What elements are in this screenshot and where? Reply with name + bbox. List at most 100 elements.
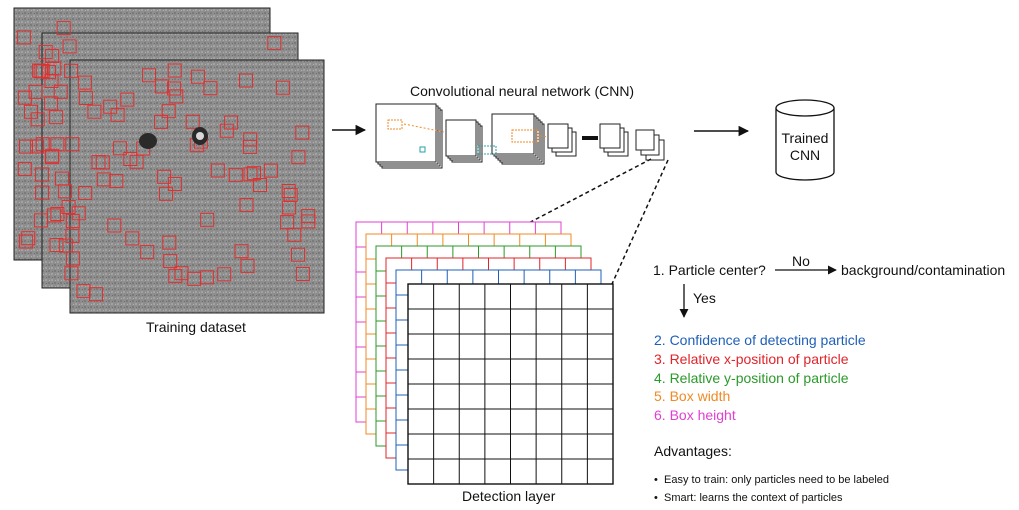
- particle-box: [44, 74, 59, 88]
- output-confidence: 2. Confidence of detecting particle: [654, 332, 866, 348]
- particle-box: [21, 231, 36, 246]
- cnn-dense-block: [599, 123, 629, 157]
- detection-grid-front: [407, 283, 614, 485]
- particle-box: [49, 238, 64, 252]
- particle-box: [76, 284, 91, 299]
- no-result-label: background/contamination: [841, 262, 1006, 278]
- particle-box: [64, 266, 79, 281]
- detection-layer-caption: Detection layer: [462, 488, 556, 504]
- cnn-architecture: [375, 103, 665, 169]
- particle-box: [44, 96, 59, 111]
- particle-box: [62, 39, 77, 54]
- output-box-height: 6. Box height: [654, 407, 736, 423]
- particle-box: [34, 167, 49, 182]
- particle-box: [103, 99, 118, 114]
- advantage-item: Easy to train: only particles need to be…: [664, 474, 890, 486]
- trained-cnn-line2: CNN: [789, 147, 821, 163]
- particle-box: [281, 184, 296, 198]
- particle-box: [95, 155, 110, 170]
- particle-box: [295, 125, 310, 140]
- projection-line: [611, 159, 669, 285]
- particle-box: [120, 92, 135, 107]
- particle-box: [167, 177, 182, 191]
- advantage-bullet-dot: •: [654, 492, 658, 504]
- particle-box: [30, 139, 45, 154]
- particle-box: [228, 167, 243, 182]
- particle-box: [167, 63, 182, 78]
- particle-box: [161, 104, 176, 119]
- training-image-front: [69, 59, 325, 314]
- trained-cnn-cylinder: [775, 99, 835, 181]
- particle-box: [35, 185, 50, 200]
- particle-box: [239, 198, 254, 212]
- particle-box: [65, 251, 80, 266]
- particle-box: [42, 64, 56, 79]
- particle-box: [263, 163, 278, 178]
- particle-box: [78, 186, 93, 200]
- particle-box: [224, 115, 239, 130]
- yes-label: Yes: [693, 290, 716, 306]
- particle-box: [19, 234, 34, 249]
- particle-box: [157, 169, 172, 184]
- particle-box: [159, 186, 173, 201]
- particle-box: [287, 227, 302, 242]
- particle-box: [291, 247, 305, 262]
- particle-box: [142, 68, 156, 83]
- particle-box: [109, 174, 124, 188]
- particle-box: [125, 231, 140, 246]
- particle-box: [200, 212, 215, 227]
- particle-box: [219, 123, 234, 138]
- particle-box: [217, 267, 232, 282]
- particle-box: [243, 167, 258, 182]
- particle-box: [110, 107, 125, 122]
- particle-box: [190, 69, 205, 84]
- particle-box: [17, 162, 32, 176]
- particle-box: [199, 270, 214, 285]
- particle-box: [242, 139, 257, 154]
- particle-box: [280, 215, 295, 230]
- particle-box: [243, 132, 258, 147]
- particle-box: [65, 137, 80, 152]
- particle-box: [24, 104, 38, 119]
- particle-box: [65, 228, 80, 243]
- particle-box: [203, 81, 218, 96]
- output-y-position: 4. Relative y-position of particle: [654, 370, 849, 386]
- particle-box: [282, 200, 297, 215]
- cnn-input-block: [375, 103, 443, 169]
- particle-box: [154, 79, 169, 94]
- advantage-bullet-dot: •: [654, 474, 658, 486]
- particle-box: [71, 206, 86, 221]
- cnn-pool-block: [547, 123, 577, 157]
- cnn-conv-block: [445, 119, 483, 163]
- particle-box: [185, 114, 200, 129]
- particle-box: [167, 81, 182, 96]
- particle-box: [295, 267, 310, 281]
- particle-box: [38, 45, 53, 60]
- particle-box: [168, 268, 183, 283]
- particle-box: [65, 213, 80, 228]
- no-label: No: [792, 253, 810, 269]
- particle-annotation-boxes: [16, 21, 316, 302]
- particle-box: [169, 89, 184, 104]
- particle-box: [64, 63, 79, 78]
- output-x-position: 3. Relative x-position of particle: [654, 351, 849, 367]
- particle-box: [87, 104, 102, 119]
- particle-box: [33, 64, 48, 79]
- cnn-title: Convolutional neural network (CNN): [410, 83, 635, 99]
- particle-box: [49, 110, 64, 125]
- trained-cnn-line1: Trained: [781, 130, 829, 146]
- advantage-item: Smart: learns the context of particles: [664, 492, 843, 504]
- particle-box: [123, 152, 138, 166]
- particle-box: [45, 148, 60, 163]
- particle-box: [19, 139, 33, 154]
- particle-box: [239, 73, 253, 88]
- output-box-width: 5. Box width: [654, 388, 731, 404]
- cnn-feature-block: [491, 113, 545, 165]
- contamination-blob: [139, 133, 157, 149]
- particle-box: [267, 36, 282, 51]
- advantages-heading: Advantages:: [654, 443, 732, 459]
- particle-box: [154, 114, 168, 129]
- particle-box: [17, 90, 32, 105]
- particle-box: [53, 84, 68, 99]
